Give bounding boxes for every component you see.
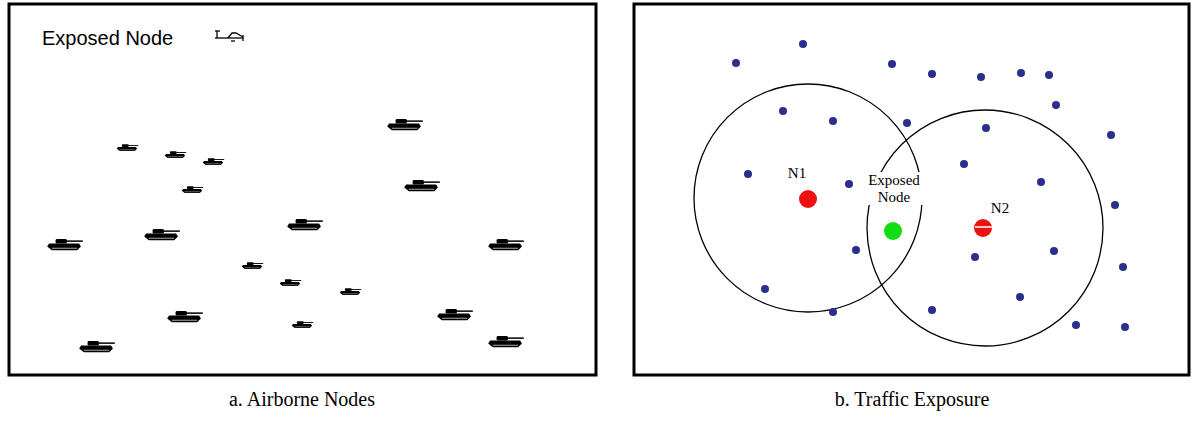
range-circle — [867, 110, 1103, 346]
airplane-icon — [215, 31, 243, 41]
node-n1 — [799, 190, 817, 208]
exposed-node — [884, 222, 902, 240]
caption: a. Airborne Nodes — [229, 388, 375, 410]
tank-icons — [47, 119, 524, 352]
node-label: N2 — [991, 200, 1009, 217]
node-n2 — [974, 219, 992, 237]
panel-frame — [9, 4, 596, 375]
network-nodes — [732, 40, 1129, 331]
node-label: Exposed Node — [862, 172, 926, 205]
panel-label: Exposed Node — [42, 27, 173, 49]
node-label: N1 — [788, 165, 806, 182]
panel-frame — [634, 4, 1189, 375]
caption: b. Traffic Exposure — [835, 388, 990, 410]
